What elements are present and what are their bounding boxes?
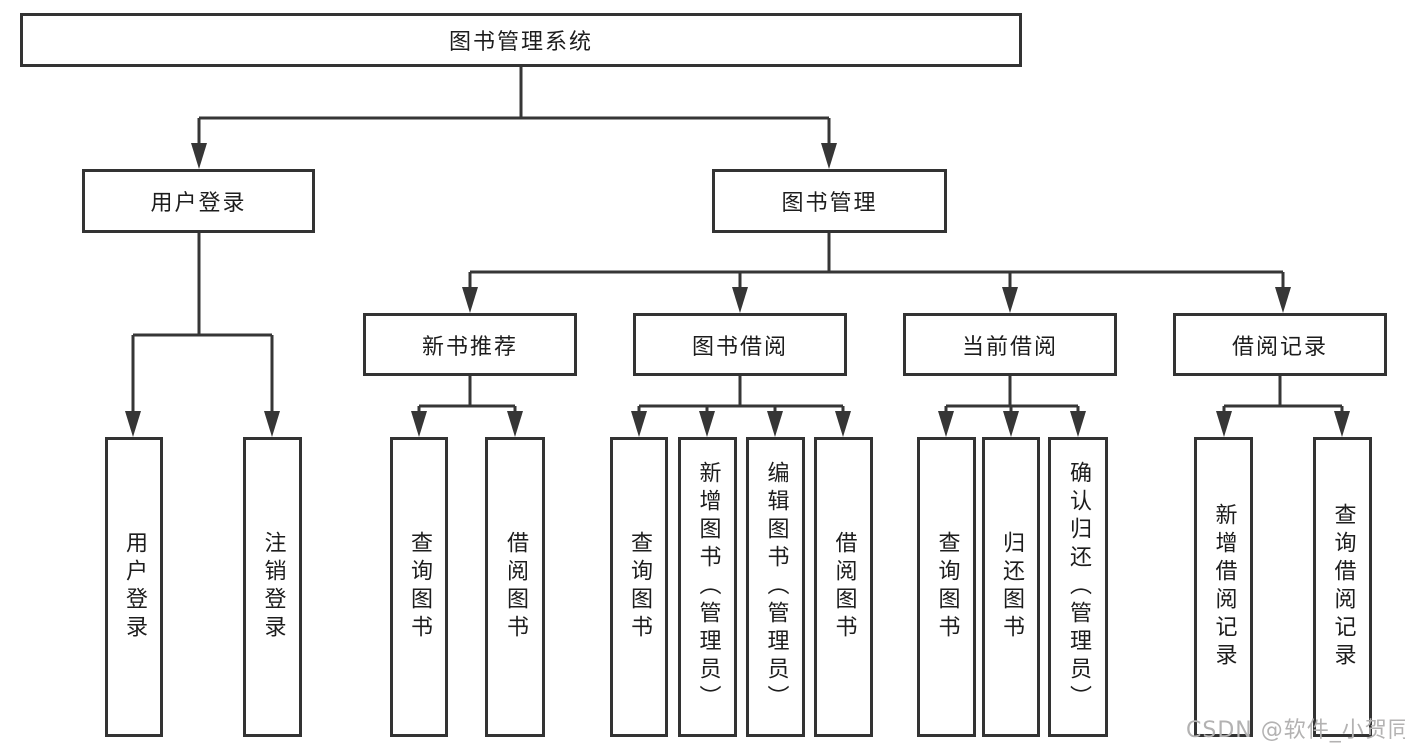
arrowheads [125, 143, 1350, 437]
leaf-add-book-admin: 新增图书（管理员） [678, 437, 737, 737]
watermark-text: CSDN @软件_小贺同学 [1186, 718, 1405, 743]
arrowhead [732, 287, 748, 313]
arrowhead [1334, 411, 1350, 437]
connector-user-login-to-leaves [131, 233, 274, 413]
connector-new-book-recommend-to-leaves [417, 376, 517, 413]
arrowhead [507, 411, 523, 437]
arrowhead [462, 287, 478, 313]
node-root: 图书管理系统 [20, 13, 1022, 67]
leaf-borrow-books-recommend: 借阅图书 [485, 437, 545, 737]
node-book-management: 图书管理 [712, 169, 947, 233]
leaf-query-books-current: 查询图书 [917, 437, 976, 737]
leaf-query-borrow-record: 查询借阅记录 [1313, 437, 1372, 737]
arrowhead [264, 411, 280, 437]
arrowhead [1275, 287, 1291, 313]
arrowhead [1003, 411, 1019, 437]
arrowhead [631, 411, 647, 437]
leaf-user-login: 用户登录 [105, 437, 163, 737]
leaf-confirm-return-admin: 确认归还（管理员） [1048, 437, 1108, 737]
arrowhead [1002, 287, 1018, 313]
arrowhead [821, 143, 837, 169]
connector-root-to-level2 [197, 67, 831, 145]
arrowhead [938, 411, 954, 437]
node-book-borrowing: 图书借阅 [633, 313, 847, 376]
connector-book-management-to-level3 [468, 233, 1285, 289]
leaf-query-books-recommend: 查询图书 [390, 437, 448, 737]
node-current-borrowing: 当前借阅 [903, 313, 1117, 376]
leaf-edit-book-admin: 编辑图书（管理员） [746, 437, 805, 737]
arrowhead [125, 411, 141, 437]
leaf-borrow-books-borrowing: 借阅图书 [814, 437, 873, 737]
connector-borrowing-records-to-leaves [1222, 376, 1344, 413]
leaf-logout: 注销登录 [243, 437, 302, 737]
connector-book-borrowing-to-leaves [637, 376, 845, 413]
leaf-add-borrow-record: 新增借阅记录 [1194, 437, 1253, 737]
arrowhead [1216, 411, 1232, 437]
leaf-query-books-borrowing: 查询图书 [610, 437, 668, 737]
arrowhead [411, 411, 427, 437]
node-borrowing-records: 借阅记录 [1173, 313, 1387, 376]
arrowhead [767, 411, 783, 437]
arrowhead [835, 411, 851, 437]
node-new-book-recommend: 新书推荐 [363, 313, 577, 376]
arrowhead [191, 143, 207, 169]
arrowhead [1070, 411, 1086, 437]
node-user-login: 用户登录 [82, 169, 315, 233]
connector-current-borrowing-to-leaves [944, 376, 1080, 413]
leaf-return-book: 归还图书 [982, 437, 1040, 737]
arrowhead [699, 411, 715, 437]
